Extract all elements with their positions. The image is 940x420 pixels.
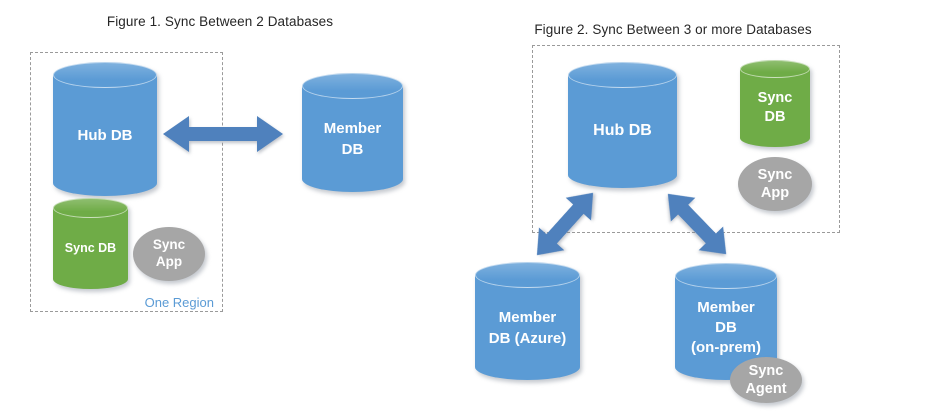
cylinder-top-ellipse [53,198,128,218]
figure1-member-db-label: Member DB [302,73,403,192]
label-line: Hub DB [593,122,652,140]
label-line: Hub DB [77,127,133,144]
cylinder-top-ellipse [568,62,677,88]
cylinder-top-ellipse [675,263,777,289]
figure2-member-db-azure-cylinder: Member DB (Azure) [475,262,580,380]
label-line: Sync [748,362,784,379]
label-line: DB (Azure) [488,329,567,347]
figure1-one-region-box: One Region [30,52,223,312]
figure1-hub-db-cylinder: Hub DB [53,62,157,196]
figure2-hub-db-cylinder: Hub DB [568,62,677,188]
figure2-hub-db-label: Hub DB [568,62,677,188]
figure1-hub-db-label: Hub DB [53,62,157,196]
one-region-label: One Region [144,295,214,310]
label-line: (on-prem) [691,339,761,357]
figure2-member-db-azure-label: Member DB (Azure) [475,262,580,380]
sync-double-arrow-right-diagonal [667,193,727,255]
cylinder-top-ellipse [302,73,403,99]
label-line: DB [764,109,786,125]
double-arrow-shape [536,192,594,256]
label-line: Agent [745,381,787,397]
cylinder-body [53,75,157,196]
label-line: Member [323,120,382,137]
figure2-sync-db-label: Sync DB [740,60,810,147]
label-line: Sync [757,90,793,107]
figure2-title: Figure 2. Sync Between 3 or more Databas… [534,22,812,37]
label-line: Sync [757,166,793,183]
figure1-sync-db-cylinder: Sync DB [53,198,128,289]
double-arrow-shape [163,116,283,152]
figure1-sync-app-ellipse: Sync App [133,227,205,281]
sync-double-arrow-horizontal [163,116,283,152]
cylinder-body [568,75,677,188]
cylinder-body [740,69,810,147]
figure2-sync-db-cylinder: Sync DB [740,60,810,147]
figure2-region-box [532,45,840,233]
label-line: Sync DB [64,240,117,255]
figure1-sync-db-label: Sync DB [53,198,128,289]
cylinder-body [302,86,403,192]
double-arrow-shape [667,193,727,255]
label-line: DB [341,141,364,158]
figure1-member-db-cylinder: Member DB [302,73,403,192]
cylinder-body [475,275,580,380]
label-line: App [155,254,183,269]
label-line: Member [697,298,755,316]
figure2-sync-agent-ellipse: Sync Agent [730,357,802,403]
cylinder-body [53,208,128,289]
figure2-sync-app-ellipse: Sync App [738,157,812,211]
cylinder-top-ellipse [475,262,580,288]
label-line: App [760,185,790,201]
sync-double-arrow-left-diagonal [536,192,594,256]
figure2-member-db-onprem-label: Member DB (on-prem) [675,263,777,380]
label-line: Sync [152,237,186,253]
label-line: DB [715,318,737,336]
label-line: Member [498,308,557,326]
cylinder-top-ellipse [53,62,157,88]
cylinder-top-ellipse [740,60,810,78]
figure1-title: Figure 1. Sync Between 2 Databases [106,14,334,29]
